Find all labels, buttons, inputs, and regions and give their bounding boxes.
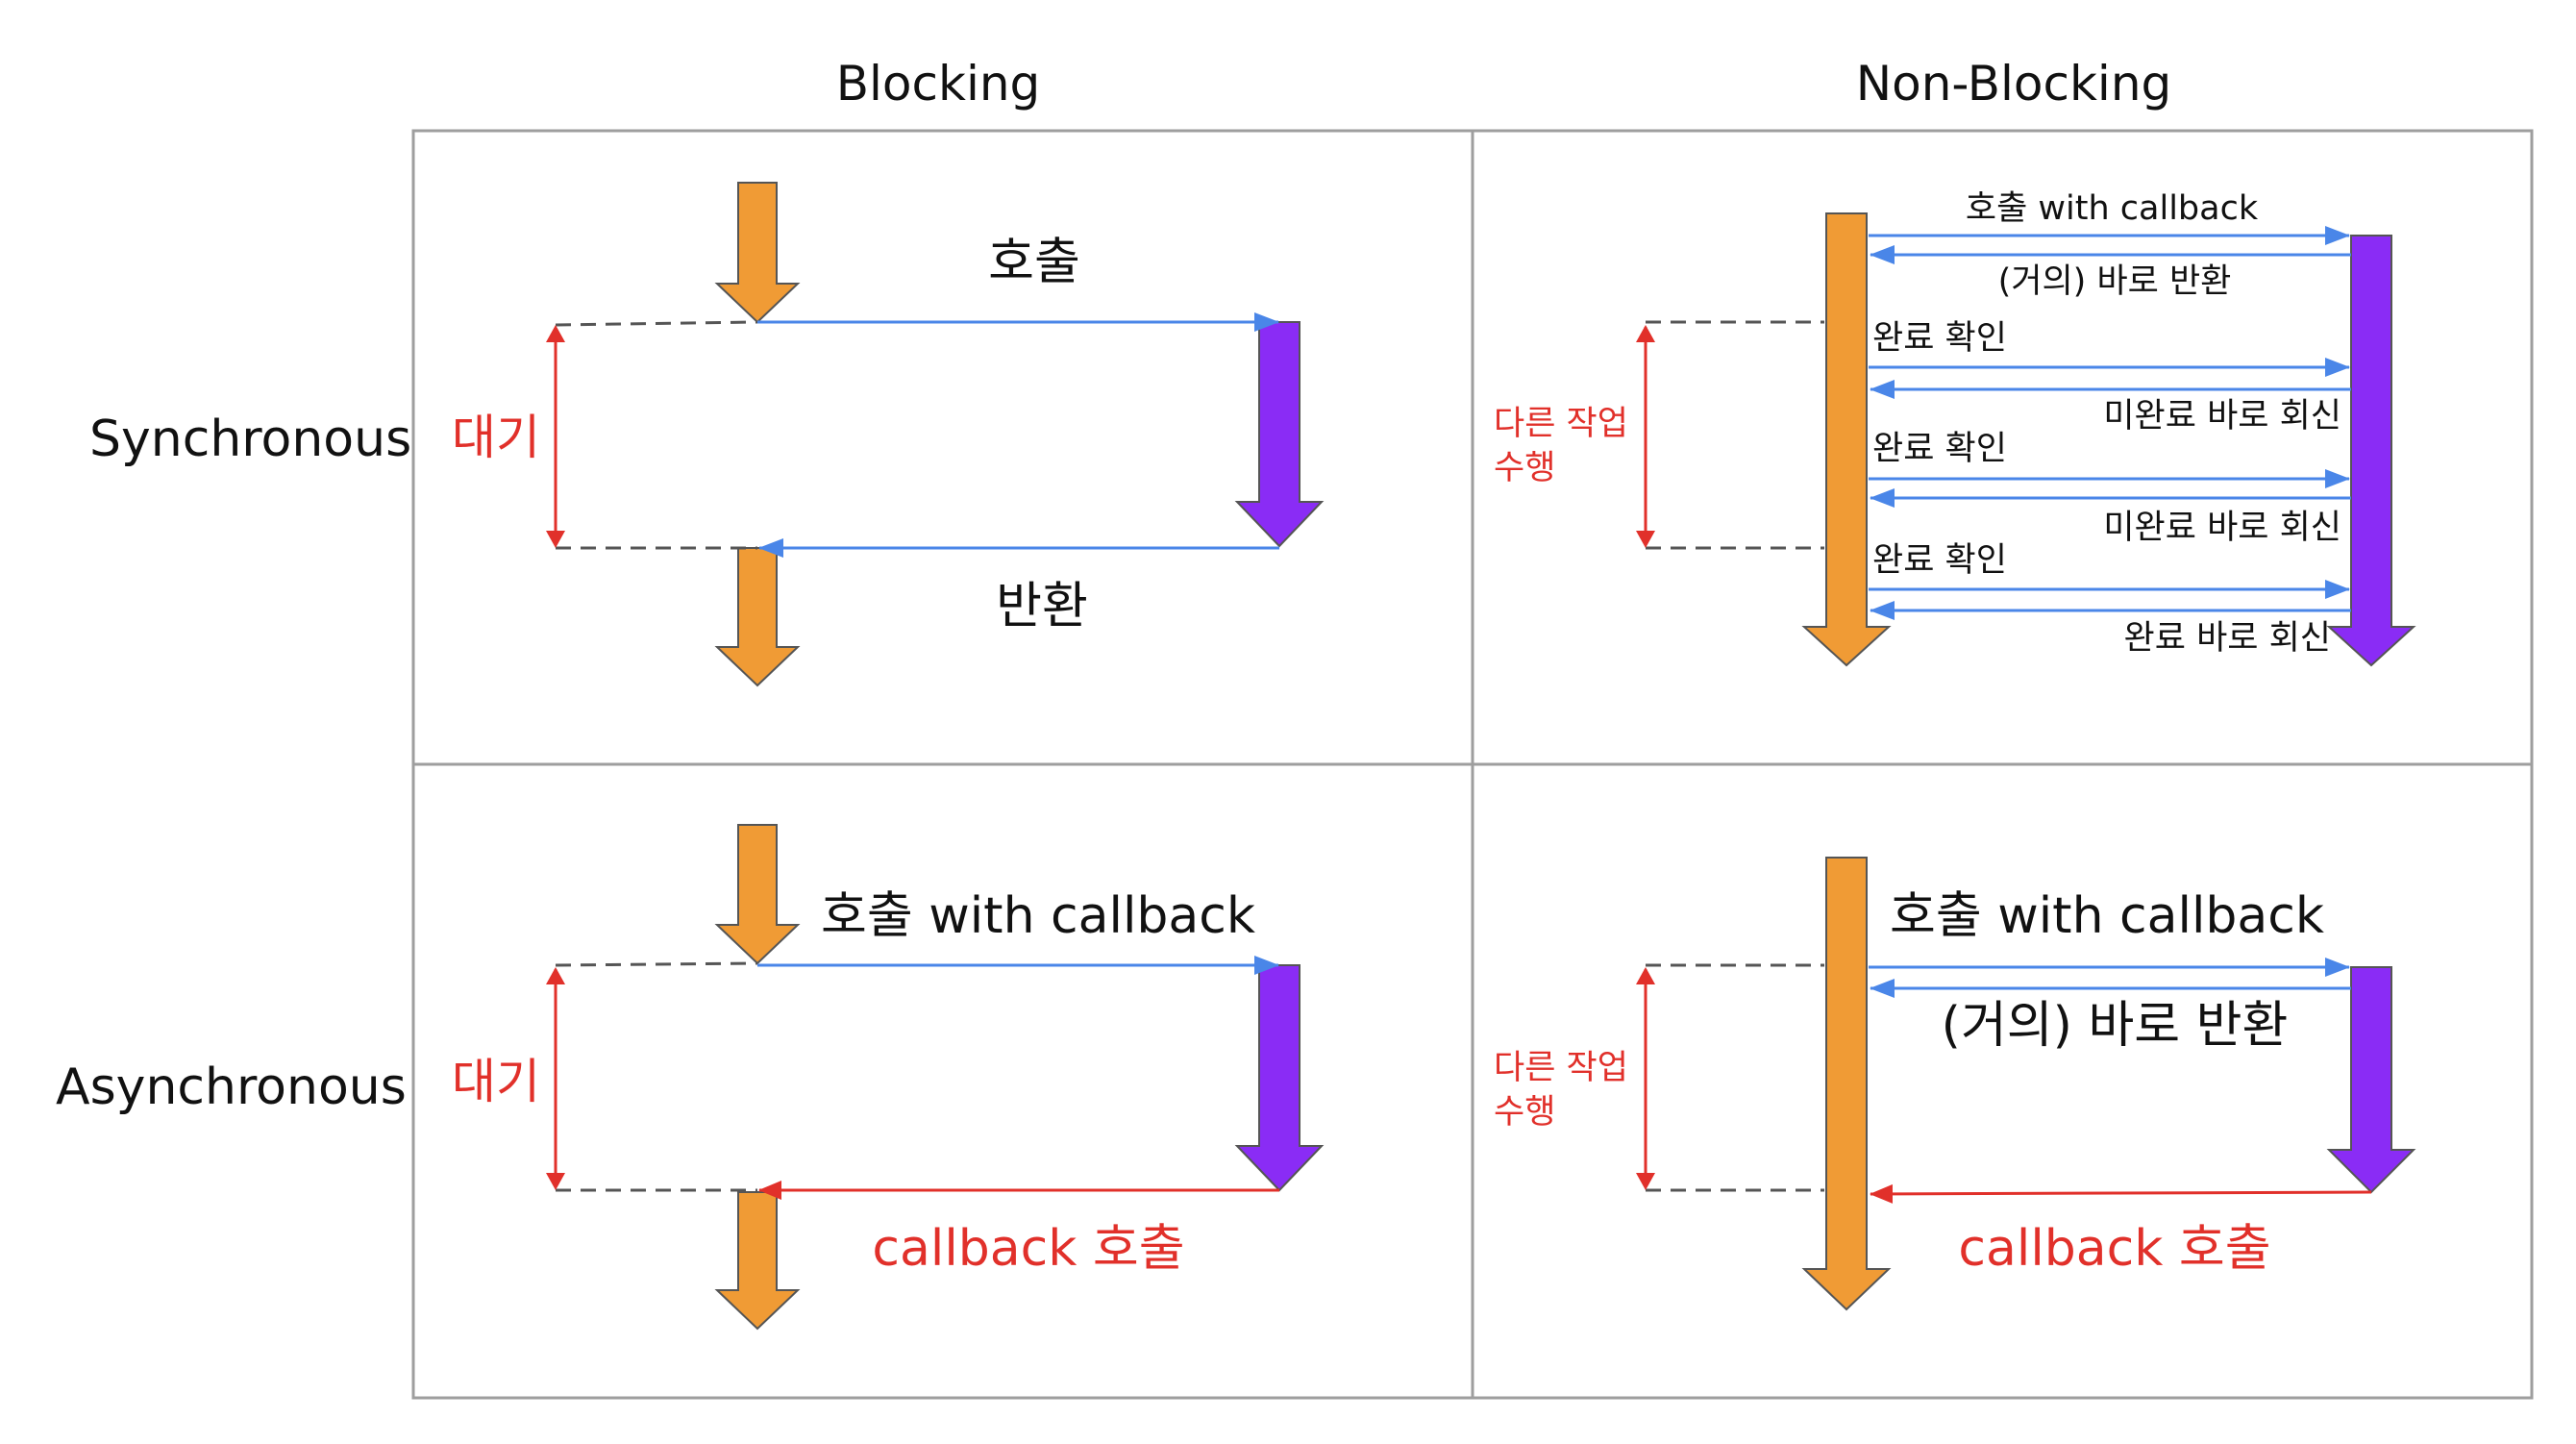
- label-other-work-line1: 다른 작업: [1494, 1049, 1628, 1087]
- label-wait: 대기: [452, 1054, 540, 1109]
- label-not-done-2: 미완료 바로 회신: [2103, 509, 2341, 547]
- label-other-work-line2: 수행: [1494, 1093, 1555, 1132]
- label-callback: callback 호출: [872, 1220, 1184, 1278]
- label-not-done-1: 미완료 바로 회신: [2103, 397, 2341, 436]
- label-wait: 대기: [452, 410, 540, 465]
- label-other-work-line2: 수행: [1494, 449, 1555, 487]
- dashed-top: [555, 320, 758, 327]
- column-header-non-blocking: Non-Blocking: [1856, 56, 2172, 112]
- label-callback: callback 호출: [1958, 1220, 2270, 1278]
- caller-arrow-bottom: [714, 547, 801, 687]
- label-check-1: 완료 확인: [1872, 319, 2007, 358]
- label-return: 반환: [996, 578, 1088, 635]
- callee-arrow: [2326, 235, 2416, 667]
- row-header-asynchronous: Asynchronous: [56, 1058, 407, 1116]
- label-other-work-line1: 다른 작업: [1494, 405, 1628, 443]
- row-header-synchronous: Synchronous: [89, 411, 411, 468]
- label-done: 완료 바로 회신: [2124, 619, 2331, 658]
- cell-async-nonblocking: 호출 with callback (거의) 바로 반환 callback 호출 …: [1494, 857, 2416, 1311]
- label-call: 호출 with callback: [1966, 189, 2259, 228]
- caller-arrow: [1801, 857, 1892, 1311]
- callee-arrow: [1234, 321, 1325, 548]
- caller-arrow: [1801, 212, 1892, 667]
- cell-sync-blocking: 호출 반환 대기: [452, 182, 1325, 687]
- label-return: (거의) 바로 반환: [1942, 997, 2289, 1055]
- callee-arrow: [2326, 966, 2416, 1194]
- grid: [411, 129, 2534, 1400]
- label-call: 호출 with callback: [821, 887, 1255, 945]
- caller-arrow-top: [714, 182, 801, 324]
- column-header-blocking: Blocking: [836, 56, 1041, 112]
- caller-arrow-top: [714, 824, 801, 965]
- cell-async-blocking: 호출 with callback callback 호출 대기: [452, 824, 1325, 1331]
- label-call: 호출: [988, 234, 1080, 291]
- callee-arrow: [1234, 964, 1325, 1192]
- label-check-2: 완료 확인: [1872, 430, 2007, 468]
- label-return: (거의) 바로 반환: [1998, 262, 2232, 301]
- cell-sync-nonblocking: 호출 with callback (거의) 바로 반환 완료 확인 미완료 바로…: [1494, 189, 2416, 667]
- label-check-3: 완료 확인: [1872, 541, 2007, 580]
- label-call: 호출 with callback: [1890, 887, 2324, 945]
- caller-arrow-bottom: [714, 1191, 801, 1331]
